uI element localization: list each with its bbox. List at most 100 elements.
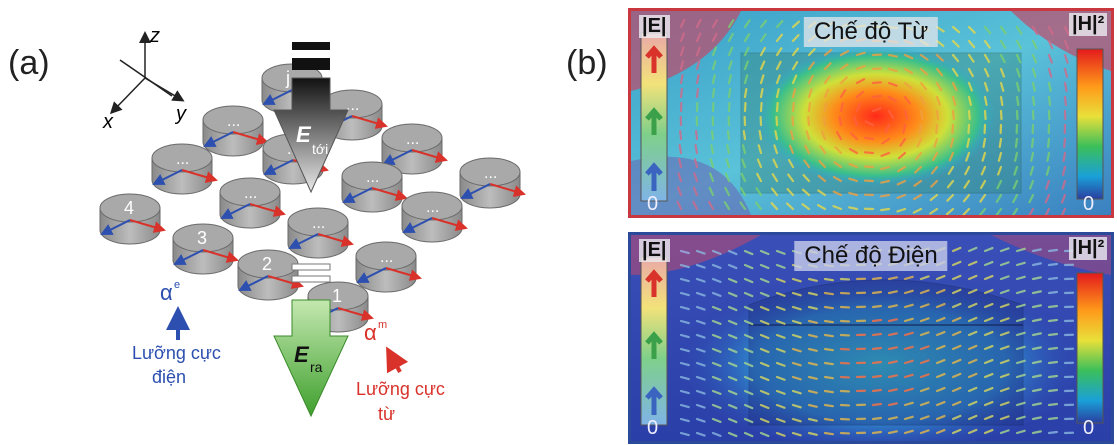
field-vector (887, 81, 898, 87)
field-vector (855, 65, 866, 71)
field-vector (676, 200, 683, 211)
field-vector (711, 18, 719, 29)
field-vector (743, 347, 754, 354)
magnetic-dipole-arrow (337, 307, 374, 321)
field-vector (997, 165, 1003, 176)
field-vector (967, 358, 978, 365)
field-vector (801, 203, 811, 211)
field-vector (919, 275, 930, 281)
field-vector (930, 165, 939, 175)
field-vector (1031, 248, 1042, 253)
field-vector (1047, 318, 1059, 323)
field-vector (807, 319, 818, 324)
field-vector (997, 151, 1003, 162)
field-vector (1013, 165, 1019, 176)
field-vector (695, 60, 701, 71)
field-vector (743, 249, 754, 256)
field-vector (807, 48, 816, 57)
field-vector (967, 109, 971, 121)
field-vector (903, 275, 914, 281)
field-vector (871, 290, 883, 295)
field-vector (982, 137, 987, 148)
field-vector (694, 144, 699, 155)
field-vector (695, 32, 702, 43)
field-vector (711, 87, 716, 99)
field-vector (775, 47, 783, 57)
field-vector (999, 429, 1010, 435)
field-vector (980, 165, 987, 176)
field-vector (1047, 95, 1052, 107)
disk-ellipsis: ... (312, 215, 325, 232)
field-vector (743, 319, 754, 326)
field-vector (884, 123, 891, 134)
dielectric-disk: ... (202, 105, 269, 157)
electric-mode-e-zero: 0 (647, 417, 659, 439)
field-vector (791, 431, 802, 437)
field-vector (1061, 165, 1067, 176)
field-vector (919, 373, 930, 379)
field-vector (711, 291, 722, 297)
field-vector (820, 130, 827, 141)
field-vector (899, 137, 907, 147)
field-vector (999, 317, 1010, 323)
field-vector (770, 201, 779, 211)
field-vector (711, 347, 722, 353)
field-vector (823, 347, 835, 352)
field-vector (962, 207, 971, 215)
field-vector (1063, 53, 1069, 64)
field-vector (823, 319, 835, 324)
electric-dipole-arrow (220, 203, 251, 219)
dielectric-disk: ... (459, 157, 526, 209)
field-vector (951, 81, 958, 92)
field-vector (951, 109, 955, 121)
field-vector (803, 159, 811, 169)
field-vector (1047, 360, 1059, 365)
field-vector (759, 60, 766, 71)
field-vector (759, 291, 770, 298)
field-vector (807, 291, 818, 296)
field-vector (791, 34, 800, 43)
field-vector (759, 33, 767, 43)
field-vector (871, 402, 883, 407)
field-vector (897, 151, 907, 160)
field-vector (726, 129, 731, 141)
field-vector (823, 277, 835, 282)
field-vector (946, 193, 955, 202)
field-vector (1047, 39, 1054, 50)
magnetic-dipole-arrow (267, 275, 304, 289)
field-vector (1031, 430, 1042, 435)
field-vector (708, 200, 715, 211)
field-vector (695, 46, 701, 57)
field-vector (919, 289, 930, 295)
field-vector (679, 60, 685, 71)
field-vector (935, 428, 946, 435)
field-vector (1047, 304, 1059, 309)
axis-x-label: x (102, 111, 114, 133)
field-vector (1063, 95, 1068, 107)
field-vector (743, 277, 754, 284)
field-vector (823, 291, 835, 296)
field-vector (967, 288, 978, 295)
electric-dipole-arrow (402, 217, 433, 233)
field-vector (1047, 374, 1059, 379)
field-vector (695, 263, 706, 269)
field-vector (951, 25, 961, 34)
field-vector (743, 88, 748, 99)
field-vector (823, 431, 835, 436)
field-vector (1031, 67, 1037, 78)
field-vector (823, 403, 835, 408)
field-vector (788, 144, 795, 155)
magnetic-dipole-arrow (129, 219, 166, 233)
field-vector (1047, 262, 1059, 267)
field-vector (1015, 359, 1026, 365)
field-vector (967, 302, 978, 309)
field-vector (775, 431, 786, 437)
field-vector (679, 333, 690, 339)
field-vector (759, 375, 770, 382)
field-vector (775, 333, 786, 339)
field-vector (711, 389, 722, 395)
field-vector (711, 403, 722, 409)
field-vector (807, 403, 818, 408)
field-vector (967, 81, 973, 92)
field-vector (871, 94, 883, 99)
